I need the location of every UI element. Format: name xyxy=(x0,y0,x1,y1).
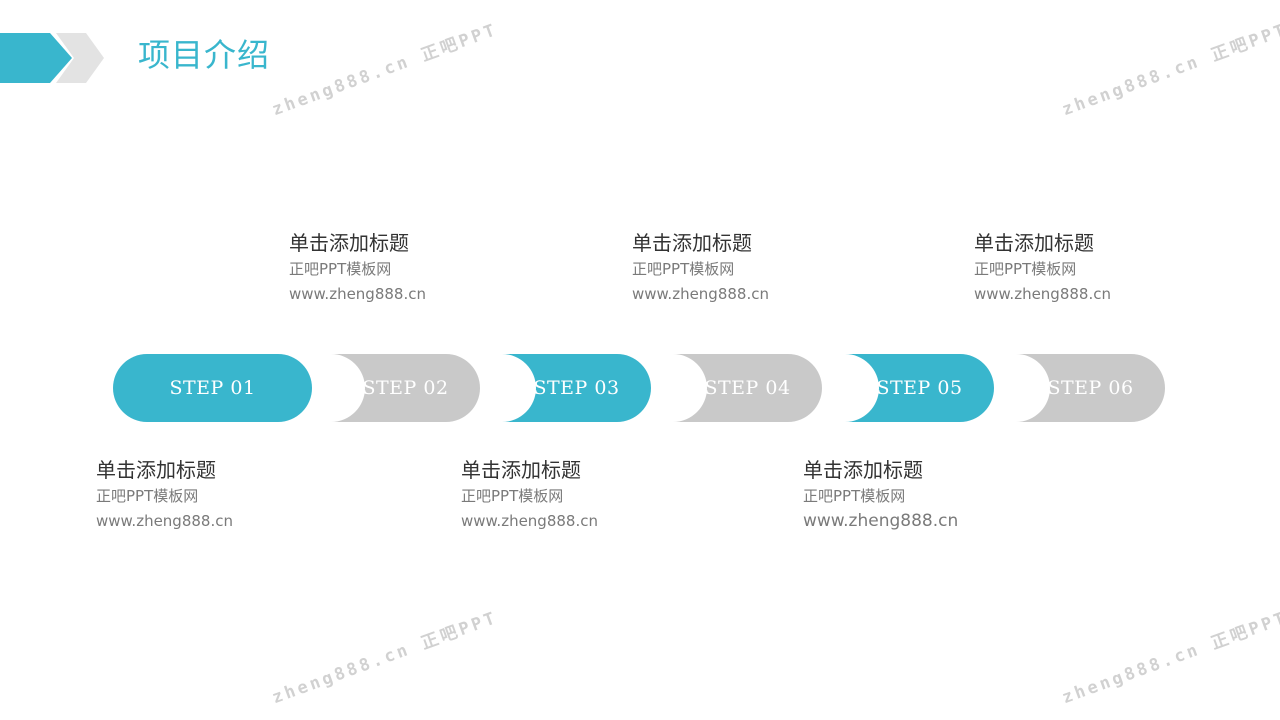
step-03-description: 单击添加标题 正吧PPT模板网 www.zheng888.cn xyxy=(461,456,701,534)
step-06-title[interactable]: 单击添加标题 xyxy=(974,231,1094,255)
step-01-shape[interactable]: STEP 01 xyxy=(113,354,312,422)
step-02-title[interactable]: 单击添加标题 xyxy=(289,231,409,255)
header-arrow-decoration xyxy=(0,33,104,83)
step-06-pill xyxy=(1016,354,1165,422)
step-04-shape[interactable]: STEP 04 xyxy=(673,354,822,422)
step-02-description: 单击添加标题 正吧PPT模板网 www.zheng888.cn xyxy=(289,229,529,307)
step-05-url[interactable]: www.zheng888.cn xyxy=(803,511,959,531)
step-03-pill xyxy=(502,354,651,422)
step-06-subtitle: 正吧PPT模板网 xyxy=(974,260,1077,278)
step-04-pill xyxy=(673,354,822,422)
step-02-pill xyxy=(331,354,480,422)
step-03-shape[interactable]: STEP 03 xyxy=(502,354,651,422)
step-04-subtitle: 正吧PPT模板网 xyxy=(632,260,735,278)
page-title: 项目介绍 xyxy=(138,36,271,74)
step-01-description: 单击添加标题 正吧PPT模板网 www.zheng888.cn xyxy=(96,456,336,534)
step-05-shape[interactable]: STEP 05 xyxy=(845,354,994,422)
header-arrow-gray xyxy=(56,33,104,83)
step-04-description: 单击添加标题 正吧PPT模板网 www.zheng888.cn xyxy=(632,229,872,307)
step-03-label: STEP 03 xyxy=(533,377,620,399)
step-05-pill xyxy=(845,354,994,422)
step-03-subtitle: 正吧PPT模板网 xyxy=(461,487,564,505)
step-02-shape[interactable]: STEP 02 xyxy=(331,354,480,422)
step-05-subtitle: 正吧PPT模板网 xyxy=(803,487,906,505)
step-01-pill xyxy=(113,354,312,422)
step-05-title[interactable]: 单击添加标题 xyxy=(803,458,923,482)
step-01-label: STEP 01 xyxy=(169,377,256,399)
header-arrow-teal xyxy=(0,33,72,83)
step-06-description: 单击添加标题 正吧PPT模板网 www.zheng888.cn xyxy=(974,229,1214,307)
step-05-label: STEP 05 xyxy=(876,377,963,399)
step-03-title[interactable]: 单击添加标题 xyxy=(461,458,581,482)
step-06-url[interactable]: www.zheng888.cn xyxy=(974,285,1111,303)
step-02-label: STEP 02 xyxy=(362,377,449,399)
step-06-shape[interactable]: STEP 06 xyxy=(1016,354,1165,422)
step-06-label: STEP 06 xyxy=(1047,377,1134,399)
step-01-subtitle: 正吧PPT模板网 xyxy=(96,487,199,505)
step-02-url[interactable]: www.zheng888.cn xyxy=(289,285,426,303)
step-04-title[interactable]: 单击添加标题 xyxy=(632,231,752,255)
step-03-url[interactable]: www.zheng888.cn xyxy=(461,512,598,530)
step-04-label: STEP 04 xyxy=(704,377,791,399)
step-01-title[interactable]: 单击添加标题 xyxy=(96,458,216,482)
step-01-url[interactable]: www.zheng888.cn xyxy=(96,512,233,530)
step-05-description: 单击添加标题 正吧PPT模板网 www.zheng888.cn xyxy=(803,456,1043,534)
step-02-subtitle: 正吧PPT模板网 xyxy=(289,260,392,278)
step-04-url[interactable]: www.zheng888.cn xyxy=(632,285,769,303)
